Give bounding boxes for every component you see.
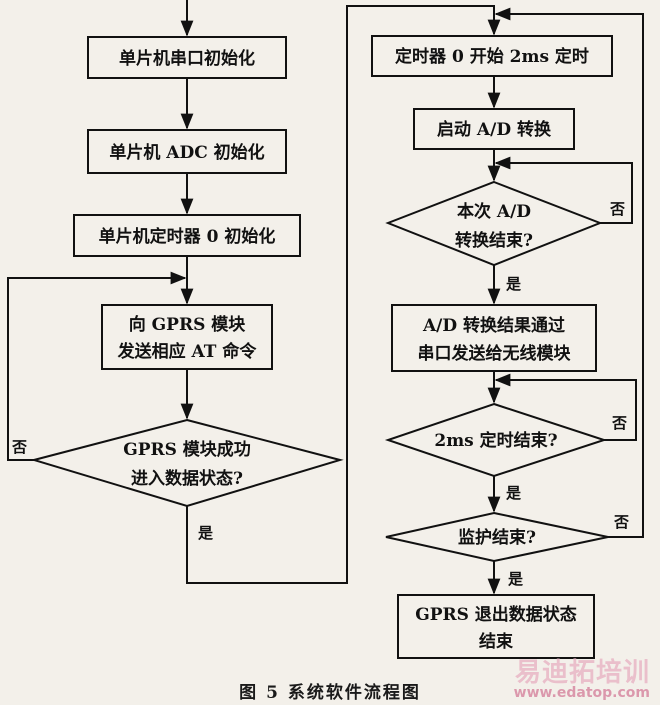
- label-no-timer: 否: [611, 414, 627, 432]
- loop-back-timer: [494, 373, 637, 441]
- start-ad-text: 启动 A/D 转换: [437, 119, 552, 140]
- loop-back-ad: [494, 156, 633, 224]
- monitor-done-text: 监护结束?: [458, 527, 536, 548]
- label-no-monitor: 否: [613, 513, 629, 531]
- label-yes-gprs: 是: [197, 524, 214, 542]
- timer-done-text: 2ms 定时结束?: [434, 430, 557, 451]
- exit-text-line1: GPRS 退出数据状态: [415, 604, 577, 625]
- ad-done-text-line2: 转换结束?: [455, 230, 533, 251]
- exit-text-line2: 结束: [479, 631, 513, 652]
- exit-box: [397, 594, 595, 659]
- ad-done-decision: [385, 180, 603, 267]
- timer-start-box: [371, 35, 613, 77]
- gprs-success-text-line1: GPRS 模块成功: [123, 439, 251, 460]
- timer-start-text: 定时器 0 开始 2ms 定时: [395, 46, 589, 67]
- watermark-url: www.edatop.com: [513, 685, 650, 701]
- timer-init-text: 单片机定时器 0 初始化: [99, 226, 276, 247]
- loop-back-monitor: [494, 7, 644, 538]
- uart-init-text: 单片机串口初始化: [119, 48, 255, 69]
- label-yes-ad: 是: [505, 275, 522, 293]
- watermark: 易迪拓培训 www.edatop.com: [514, 652, 650, 701]
- send-result-text-line1: A/D 转换结果通过: [422, 315, 565, 336]
- loop-back-left: [7, 271, 187, 461]
- ad-done-text-line1: 本次 A/D: [457, 201, 531, 222]
- label-yes-timer: 是: [505, 484, 522, 502]
- connector-left-to-right: [186, 5, 501, 584]
- send-result-text-line2: 串口发送给无线模块: [418, 343, 572, 364]
- label-yes-monitor: 是: [507, 570, 524, 588]
- watermark-logo: 易迪拓培训: [514, 658, 650, 688]
- adc-init-text: 单片机 ADC 初始化: [109, 142, 264, 163]
- send-at-text-line2: 发送相应 AT 命令: [117, 341, 258, 362]
- send-at-text-line1: 向 GPRS 模块: [129, 314, 247, 335]
- gprs-success-decision: [30, 418, 344, 508]
- label-no-gprs: 否: [11, 438, 27, 456]
- gprs-success-text-line2: 进入数据状态?: [131, 468, 243, 489]
- figure-caption: 图 5 系统软件流程图: [239, 683, 421, 703]
- label-no-ad: 否: [609, 200, 625, 218]
